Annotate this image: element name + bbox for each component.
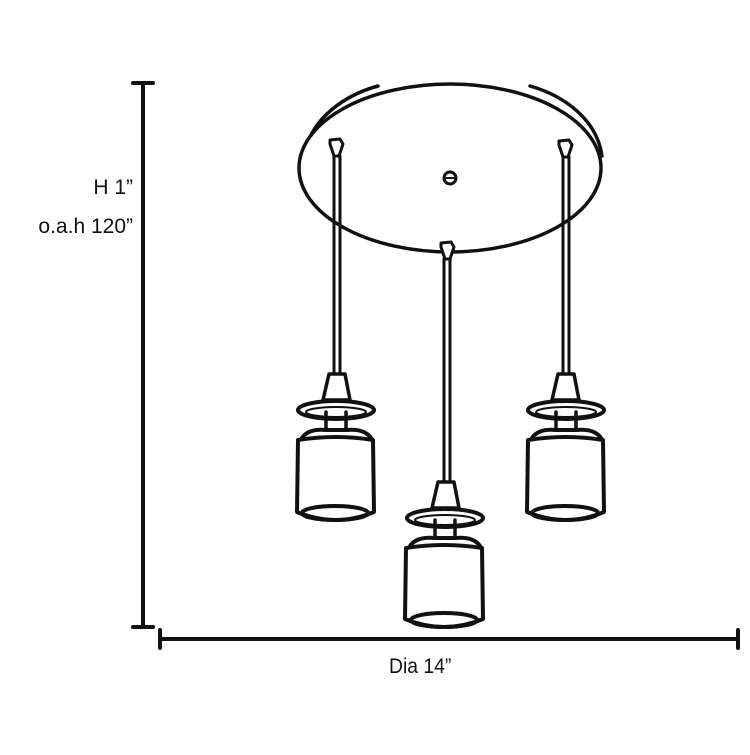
right-pendant bbox=[525, 138, 606, 522]
overall-height-label: o.a.h 120” bbox=[38, 215, 133, 238]
center-pendant bbox=[403, 240, 485, 629]
canopy bbox=[297, 82, 604, 254]
height-label: H 1” bbox=[93, 176, 133, 199]
diameter-dimension-line bbox=[158, 628, 740, 650]
diameter-label: Dia 14” bbox=[389, 655, 452, 678]
left-pendant bbox=[295, 137, 376, 522]
height-dimension-line bbox=[131, 81, 155, 629]
